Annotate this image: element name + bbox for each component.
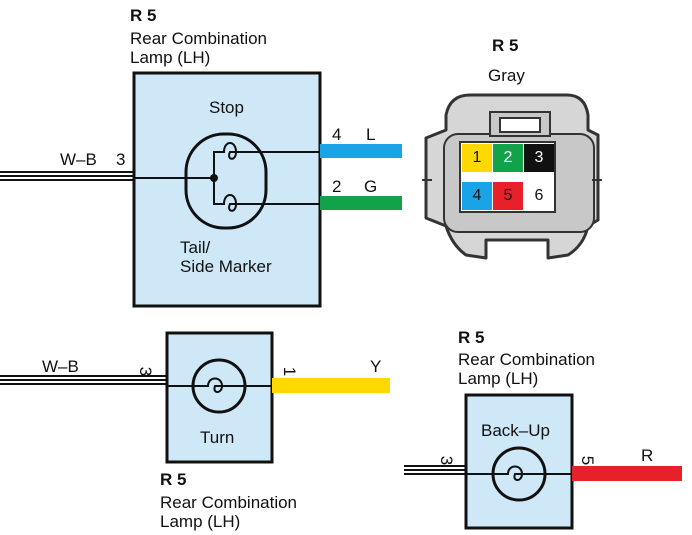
input-pin-3-backup: 3 [437, 451, 456, 470]
wire-Y-yellow [272, 378, 390, 393]
connector-color-name: Gray [488, 66, 525, 85]
wire-R-label: R [641, 446, 654, 465]
input-pin-3-top: 3 [116, 150, 126, 169]
stop-label: Stop [209, 98, 244, 117]
pin-4-label: 4 [332, 125, 342, 144]
turn-label: Turn [200, 428, 235, 447]
pin-5-label: 5 [578, 451, 597, 470]
turn-name-line1: Rear Combination [160, 493, 298, 512]
connector-pin-1: 1 [462, 144, 492, 172]
pin-1-label: 1 [280, 362, 299, 381]
pin-5-label-text: 5 [578, 455, 598, 466]
backup-name-line1: Rear Combination [458, 350, 596, 369]
backup-code: R 5 [458, 328, 485, 347]
connector-code: R 5 [492, 36, 519, 55]
wire-R-red [572, 466, 682, 481]
connector-pin-3: 3 [524, 144, 554, 172]
pin-1-label-text: 1 [280, 366, 300, 377]
stop-tail-code: R 5 [130, 6, 157, 25]
input-pin-3-turn-text: 3 [136, 366, 156, 377]
wire-G-green [320, 196, 402, 210]
stop-tail-name-line1: Rear Combination [130, 29, 268, 48]
wb-wire-label-turn: W–B [42, 357, 79, 376]
wire-L-label: L [366, 125, 376, 144]
tail-label-line2: Side Marker [180, 257, 272, 276]
connector-pin-4: 4 [462, 182, 492, 210]
turn-code: R 5 [160, 470, 187, 489]
connector-pin-6: 6 [524, 182, 554, 210]
wb-wire-turn [0, 375, 167, 385]
backup-name-line2: Lamp (LH) [458, 369, 539, 388]
tail-label-line1: Tail/ [180, 238, 211, 257]
connector-pin-2: 2 [493, 144, 523, 172]
turn-name-line2: Lamp (LH) [160, 512, 241, 531]
stop-tail-name-line2: Lamp (LH) [130, 48, 211, 67]
pin-2-label: 2 [332, 177, 342, 196]
connector-r5 [422, 93, 602, 260]
wb-wire-label-top: W–B [60, 150, 97, 169]
input-pin-3-turn: 3 [136, 362, 155, 381]
wire-backup-input [404, 465, 466, 475]
wire-G-label: G [364, 177, 378, 196]
wb-wire-top [0, 171, 134, 181]
stop-tail-bulb [184, 132, 268, 230]
stop-tail-lamp-box [132, 71, 322, 308]
connector-pin-5: 5 [493, 182, 523, 210]
tail-filament [213, 178, 266, 212]
stop-filament [213, 142, 266, 178]
backup-label: Back–Up [481, 421, 550, 440]
input-pin-3-backup-text: 3 [437, 455, 457, 466]
wire-Y-label: Y [370, 357, 382, 376]
wire-L-blue [320, 144, 402, 158]
